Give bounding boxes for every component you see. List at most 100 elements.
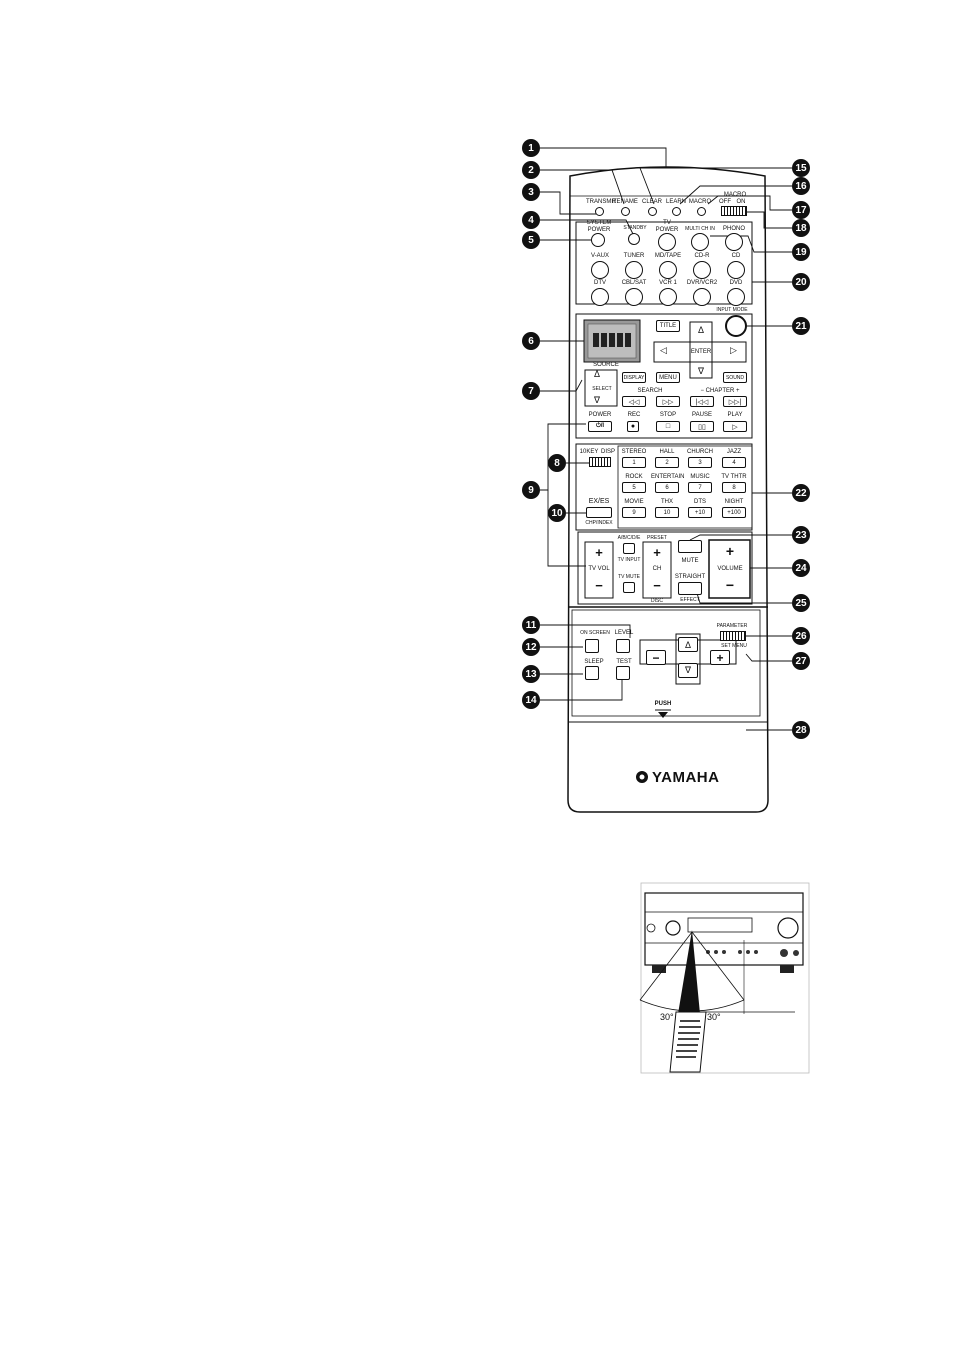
sleep-button[interactable] xyxy=(585,666,599,680)
cursor-down-icon[interactable]: ∇ xyxy=(697,366,705,376)
input-button-cbl-sat[interactable] xyxy=(625,288,643,306)
lower-up-button[interactable]: Δ xyxy=(678,637,698,652)
tv-vol-down-icon[interactable]: − xyxy=(595,578,603,593)
on-screen-button[interactable] xyxy=(585,639,599,653)
numeric-key-10[interactable]: 10 xyxy=(655,507,679,518)
minus-button[interactable]: − xyxy=(646,650,666,665)
display-button[interactable]: DISPLAY xyxy=(622,372,646,383)
cursor-up-icon[interactable]: Δ xyxy=(697,325,704,335)
dsp-label-stereo: STEREO xyxy=(621,449,647,455)
tv-power-button[interactable] xyxy=(658,233,676,251)
sound-button[interactable]: SOUND xyxy=(723,372,747,383)
select-label: SELECT xyxy=(592,386,612,392)
input-button-dvd[interactable] xyxy=(727,288,745,306)
parameter-set-menu-switch[interactable] xyxy=(720,631,746,641)
input-button-cd-r[interactable] xyxy=(693,261,711,279)
straight-button[interactable] xyxy=(678,582,702,595)
10key-dsp-switch[interactable] xyxy=(589,457,611,467)
stop-button[interactable]: □ xyxy=(656,421,680,432)
plus-icon: + xyxy=(716,650,724,665)
callout-21: 21 xyxy=(792,317,810,335)
ex-es-button[interactable] xyxy=(586,507,612,518)
numeric-key-7[interactable]: 7 xyxy=(688,482,712,493)
search-label: SEARCH xyxy=(637,388,663,394)
level-button[interactable] xyxy=(616,639,630,653)
rec-button[interactable]: ● xyxy=(627,421,639,432)
numeric-key-4[interactable]: 4 xyxy=(722,457,746,468)
tv-vol-up-icon[interactable]: + xyxy=(595,545,603,560)
numeric-key-plus100[interactable]: +100 xyxy=(722,507,746,518)
input-button-vcr1[interactable] xyxy=(659,288,677,306)
mute-button[interactable] xyxy=(678,540,702,553)
clear-button[interactable] xyxy=(648,207,657,216)
input-button-dtv[interactable] xyxy=(591,288,609,306)
play-button[interactable]: ▷ xyxy=(723,421,747,432)
numeric-key-3[interactable]: 3 xyxy=(688,457,712,468)
lower-down-button[interactable]: ∇ xyxy=(678,663,698,678)
ch-up-icon[interactable]: + xyxy=(653,545,661,560)
input-button-md-tape[interactable] xyxy=(659,261,677,279)
input-button-v-aux[interactable] xyxy=(591,261,609,279)
tv-mute-button[interactable] xyxy=(623,582,635,593)
chapter-prev-button[interactable]: |◁◁ xyxy=(690,396,714,407)
system-power-button[interactable] xyxy=(591,233,605,247)
numeric-key-2[interactable]: 2 xyxy=(655,457,679,468)
numeric-key-6[interactable]: 6 xyxy=(655,482,679,493)
source-down-icon[interactable]: ∇ xyxy=(594,395,601,405)
title-button[interactable]: TITLE xyxy=(656,320,680,332)
yamaha-logo: YAMAHA xyxy=(652,769,720,786)
callout-14: 14 xyxy=(522,691,540,709)
callout-18: 18 xyxy=(792,219,810,237)
on-screen-label: ON SCREEN xyxy=(580,630,610,636)
input-button-dvr-vcr2[interactable] xyxy=(693,288,711,306)
cursor-left-icon[interactable]: ◁ xyxy=(660,345,667,355)
numeric-key-8[interactable]: 8 xyxy=(722,482,746,493)
pause-button[interactable]: ▯▯ xyxy=(690,421,714,432)
cursor-right-icon[interactable]: ▷ xyxy=(730,345,737,355)
10key-label: 10KEY xyxy=(579,449,599,455)
input-mode-label: INPUT MODE xyxy=(716,307,748,313)
rename-button[interactable] xyxy=(621,207,630,216)
enter-button[interactable]: ENTER xyxy=(690,349,712,355)
disp-label: DISP xyxy=(600,449,615,455)
ch-label: CH xyxy=(652,566,662,572)
abcde-label: A/B/C/D/E xyxy=(617,535,641,541)
abcde-button[interactable] xyxy=(623,543,635,554)
ch-down-icon[interactable]: − xyxy=(653,578,661,593)
input-mode-button[interactable] xyxy=(725,315,747,337)
numeric-key-9[interactable]: 9 xyxy=(622,507,646,518)
minus-icon: − xyxy=(652,650,660,665)
skip-forward-icon: ▷▷| xyxy=(728,398,742,406)
search-forward-button[interactable]: ▷▷ xyxy=(656,396,680,407)
callout-4: 4 xyxy=(522,211,540,229)
volume-down-icon[interactable]: − xyxy=(725,577,735,593)
callout-19: 19 xyxy=(792,243,810,261)
callout-12: 12 xyxy=(522,638,540,656)
macro-switch[interactable] xyxy=(721,206,747,216)
phono-button[interactable] xyxy=(725,233,743,251)
search-rewind-button[interactable]: ◁◁ xyxy=(622,396,646,407)
chp-index-label: CHP/INDEX xyxy=(585,520,613,526)
transport-rec-label: REC xyxy=(627,412,641,418)
source-up-icon[interactable]: Δ xyxy=(594,369,601,379)
macro-button[interactable] xyxy=(697,207,706,216)
test-button[interactable] xyxy=(616,666,630,680)
learn-button[interactable] xyxy=(672,207,681,216)
callout-9: 9 xyxy=(522,481,540,499)
menu-button[interactable]: MENU xyxy=(656,372,680,383)
plus-button[interactable]: + xyxy=(710,650,730,665)
multi-ch-in-button[interactable] xyxy=(691,233,709,251)
input-button-cd[interactable] xyxy=(727,261,745,279)
transport-power-button[interactable]: ⏻/I xyxy=(588,421,612,432)
numeric-key-1[interactable]: 1 xyxy=(622,457,646,468)
input-button-tuner[interactable] xyxy=(625,261,643,279)
chapter-next-button[interactable]: ▷▷| xyxy=(723,396,747,407)
input-label-cd: CD xyxy=(731,253,741,259)
macro-on-label: ON xyxy=(736,199,746,205)
numeric-key-plus10[interactable]: +10 xyxy=(688,507,712,518)
volume-up-icon[interactable]: + xyxy=(725,543,735,559)
standby-button[interactable] xyxy=(628,233,640,245)
numeric-key-5[interactable]: 5 xyxy=(622,482,646,493)
